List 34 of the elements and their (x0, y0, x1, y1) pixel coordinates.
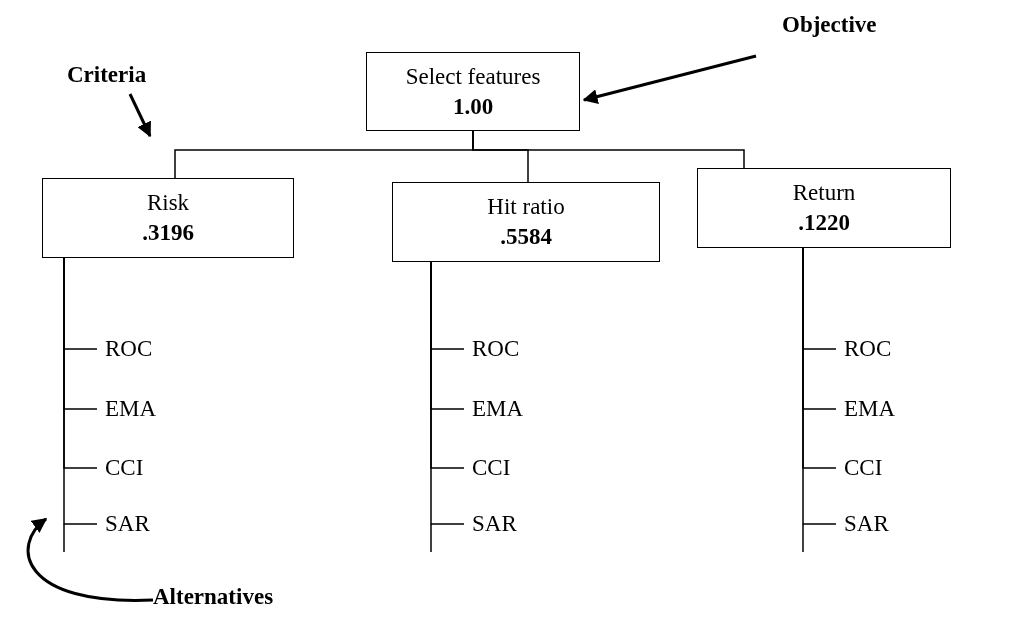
weight-value: 1.00 (452, 92, 494, 121)
alternative-label: EMA (836, 394, 906, 424)
criterion-box (366, 52, 580, 131)
alternative-label: SAR (464, 509, 534, 539)
arrow (128, 93, 152, 138)
box-title: Return (792, 179, 856, 208)
alternative-label: EMA (464, 394, 534, 424)
weight-value: .3196 (142, 219, 194, 247)
callout-label: Objective (782, 12, 892, 44)
alternative-label: CCI (97, 453, 167, 483)
tree-line (63, 257, 98, 525)
weight-value: .1220 (798, 209, 850, 237)
alternative-label: ROC (464, 334, 534, 364)
tree-line (802, 247, 837, 525)
box-title: Risk (146, 189, 190, 218)
curved-arrow (26, 517, 153, 602)
criterion-box (392, 182, 660, 262)
alternative-label: EMA (97, 394, 167, 424)
alternative-label: ROC (97, 334, 167, 364)
alternative-label: SAR (97, 509, 167, 539)
tree-line (472, 130, 745, 169)
alternative-label: ROC (836, 334, 906, 364)
callout-label: Criteria (67, 62, 173, 94)
tree-line (430, 261, 465, 525)
criterion-box (42, 178, 294, 258)
alternative-label: CCI (836, 453, 906, 483)
weight-value: .5584 (500, 223, 552, 251)
alternative-label: CCI (464, 453, 534, 483)
alternative-label: SAR (836, 509, 906, 539)
arrow (582, 54, 757, 104)
box-title: Select features (405, 62, 541, 91)
callout-label: Alternatives (153, 584, 298, 616)
criterion-box (697, 168, 951, 248)
box-title: Hit ratio (487, 193, 565, 222)
